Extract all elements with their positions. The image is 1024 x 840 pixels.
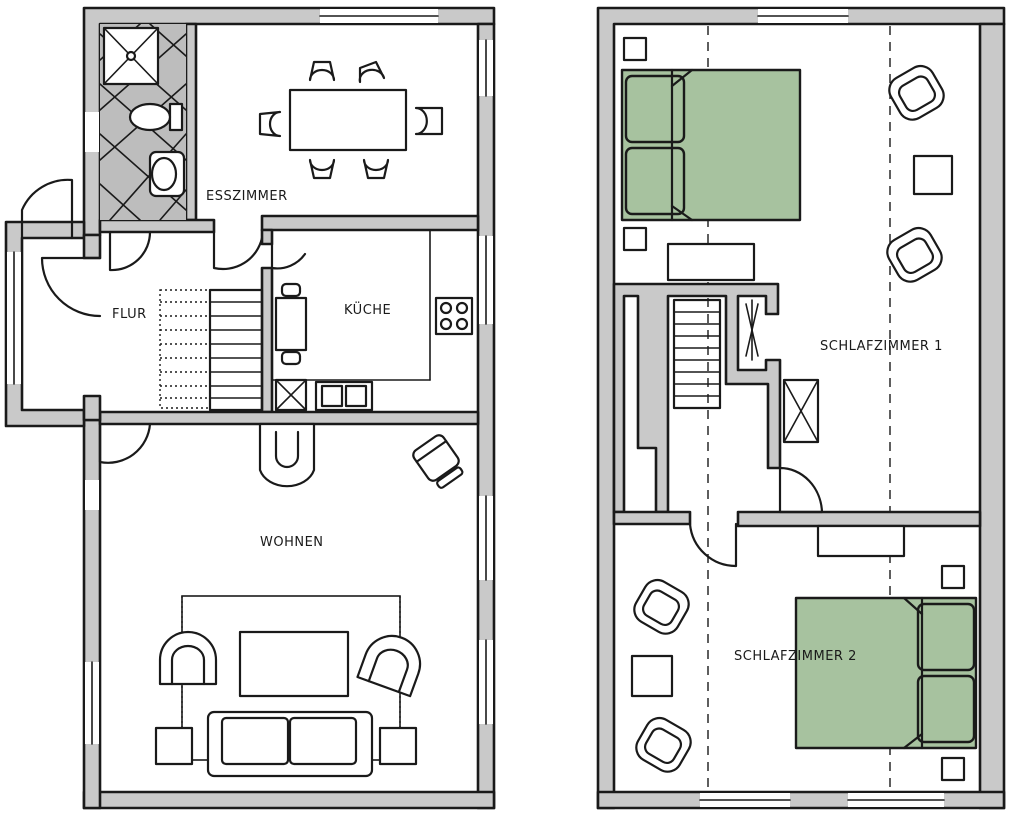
ground-floor-windows [7,9,493,745]
bedroom-1-bed [620,36,802,282]
upper-floor-room-labels: SCHLAFZIMMER 1 SCHLAFZIMMER 2 [734,339,943,664]
bedroom-2-armchairs [630,578,692,773]
ground-floor-plan: ESSZIMMER FLUR KÜCHE WOHNEN [4,6,496,810]
ground-floor-staircase [159,288,264,412]
upper-floor-windows [699,9,945,807]
room-label-schlafzimmer-1: SCHLAFZIMMER 1 [820,339,943,354]
room-label-kueche: KÜCHE [344,301,391,318]
upper-floor-plan: SCHLAFZIMMER 1 SCHLAFZIMMER 2 [596,6,1006,810]
dining-table-set [258,60,444,180]
bathroom-tile-floor [99,23,187,221]
upper-floor-doors [688,466,824,568]
ground-floor-room-labels: ESSZIMMER FLUR KÜCHE WOHNEN [112,189,391,550]
bedroom-2-bed [794,524,978,782]
upper-floor-interior-walls [612,282,982,528]
upper-floor-staircase [672,298,820,444]
room-label-flur: FLUR [112,307,147,322]
ground-floor-exterior-walls [4,6,496,810]
bedroom-1-armchairs [886,64,954,283]
living-room-furniture [154,422,464,778]
ground-floor-doors [20,178,307,464]
room-label-wohnen: WOHNEN [260,535,324,550]
upper-floor-exterior-walls [596,6,1006,810]
room-label-esszimmer: ESSZIMMER [206,189,288,204]
room-label-schlafzimmer-2: SCHLAFZIMMER 2 [734,649,857,664]
kitchen-fittings [271,229,474,412]
